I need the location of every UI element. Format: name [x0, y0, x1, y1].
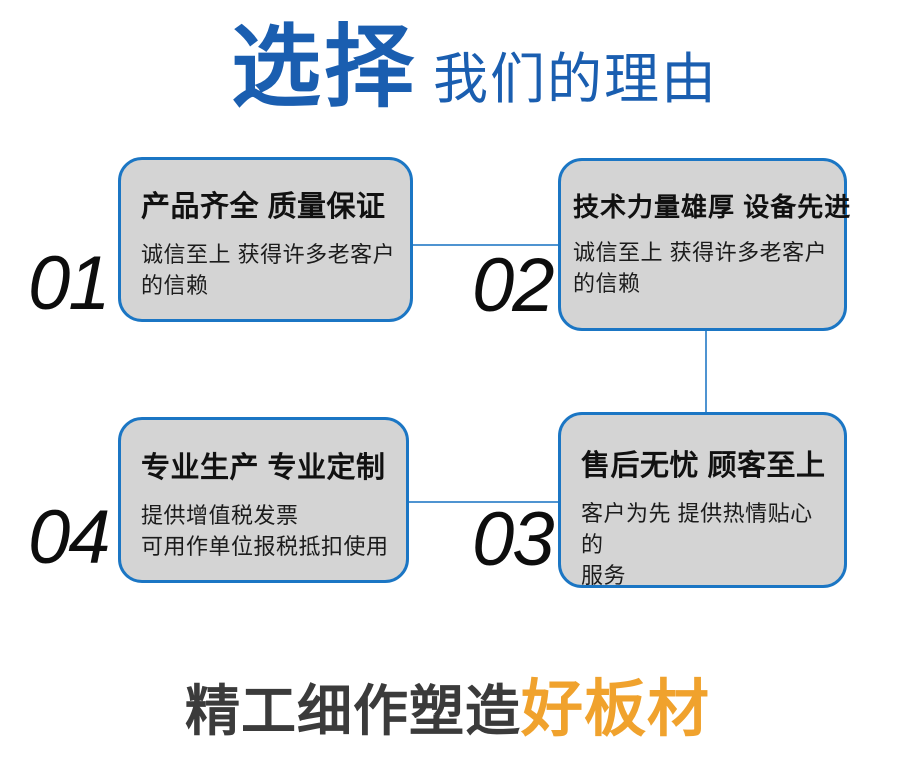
card-description: 提供增值税发票 可用作单位报税抵扣使用	[141, 502, 389, 560]
connector-card2-card3	[705, 331, 707, 412]
card-title: 产品齐全 质量保证	[141, 191, 386, 223]
card-title: 专业生产 专业定制	[141, 452, 386, 484]
footer-slogan-dark: 精工细作塑造	[185, 680, 522, 742]
connector-card4-card3	[409, 501, 558, 503]
connector-card1-card2	[413, 244, 558, 246]
card-description: 诚信至上 获得许多老客户 的信赖	[141, 241, 396, 299]
step-number-04: 04	[28, 495, 111, 580]
step-number-03: 03	[472, 497, 555, 582]
page-title-strong: 选择	[231, 18, 417, 118]
feature-card-product-quality: 产品齐全 质量保证 诚信至上 获得许多老客户 的信赖	[118, 157, 413, 322]
card-title: 技术力量雄厚 设备先进	[573, 192, 852, 222]
feature-card-custom-production: 专业生产 专业定制 提供增值税发票 可用作单位报税抵扣使用	[118, 417, 409, 583]
page-title-rest: 我们的理由	[433, 48, 719, 110]
card-title: 售后无忧 顾客至上	[581, 450, 826, 482]
footer-slogan-accent: 好板材	[521, 675, 711, 744]
step-number-01: 01	[28, 241, 111, 326]
card-description: 客户为先 提供热情贴心的 服务	[581, 500, 813, 589]
step-number-02: 02	[472, 243, 555, 328]
feature-card-aftersales-service: 售后无忧 顾客至上 客户为先 提供热情贴心的 服务	[558, 412, 847, 588]
card-description: 诚信至上 获得许多老客户 的信赖	[573, 240, 828, 297]
page-title: 选择 我们的理由	[231, 18, 719, 118]
footer-slogan: 精工细作塑造 好板材	[185, 675, 711, 744]
feature-card-technology-equipment: 技术力量雄厚 设备先进 诚信至上 获得许多老客户 的信赖	[558, 158, 852, 331]
